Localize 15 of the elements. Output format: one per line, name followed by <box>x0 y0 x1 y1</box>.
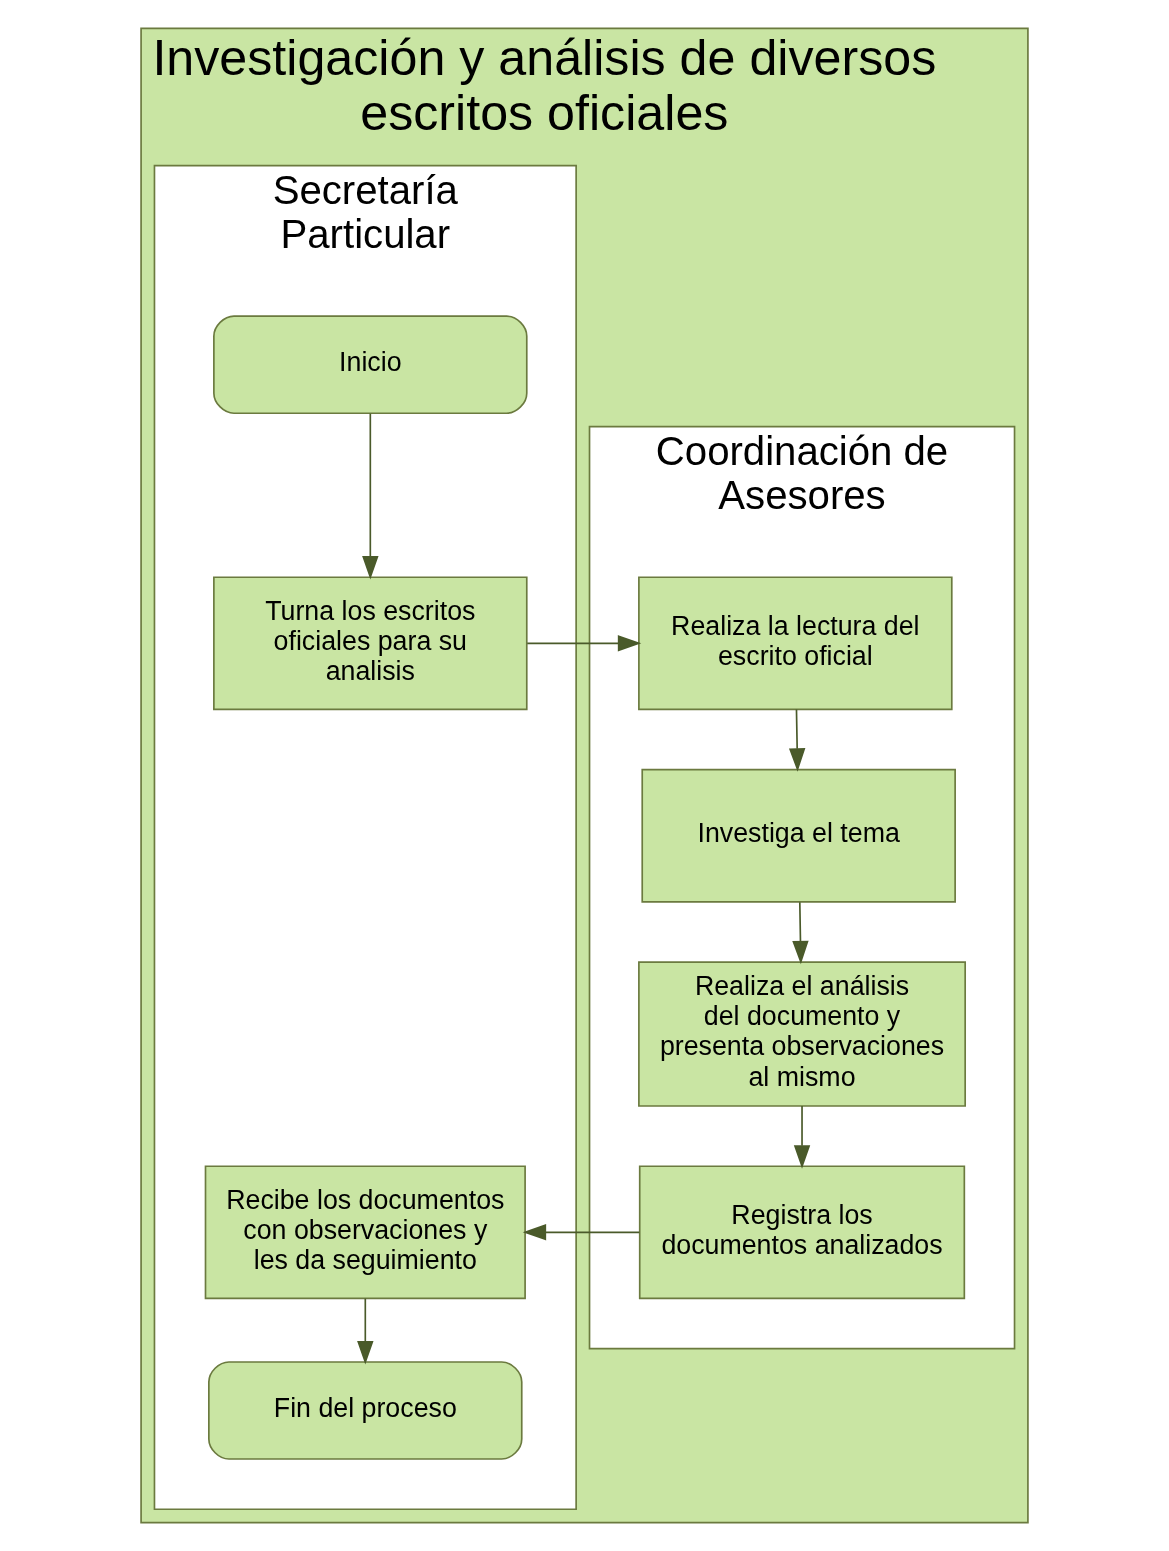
arrow <box>357 1297 374 1365</box>
node-box: Realiza el análisis del documento y presenta observaciones al mismo <box>638 961 966 1107</box>
node-box: Investiga el tema <box>641 768 956 903</box>
arrow <box>526 635 642 652</box>
arrow <box>792 901 809 965</box>
arrow <box>793 1105 811 1169</box>
arrow <box>788 708 806 772</box>
arrow <box>522 1224 641 1241</box>
node-box: Registra los documentos analizados <box>638 1165 966 1300</box>
arrow <box>362 412 379 580</box>
node-box: Recibe los documentos con observaciones y les da seguimiento <box>204 1165 526 1300</box>
node-box: Turna los escritos oficiales para su analisis <box>213 576 528 711</box>
node-box: Fin del proceso <box>208 1361 523 1460</box>
node-box: Realiza la lectura del escrito oficial <box>638 576 953 711</box>
node-box: Inicio <box>213 315 528 415</box>
